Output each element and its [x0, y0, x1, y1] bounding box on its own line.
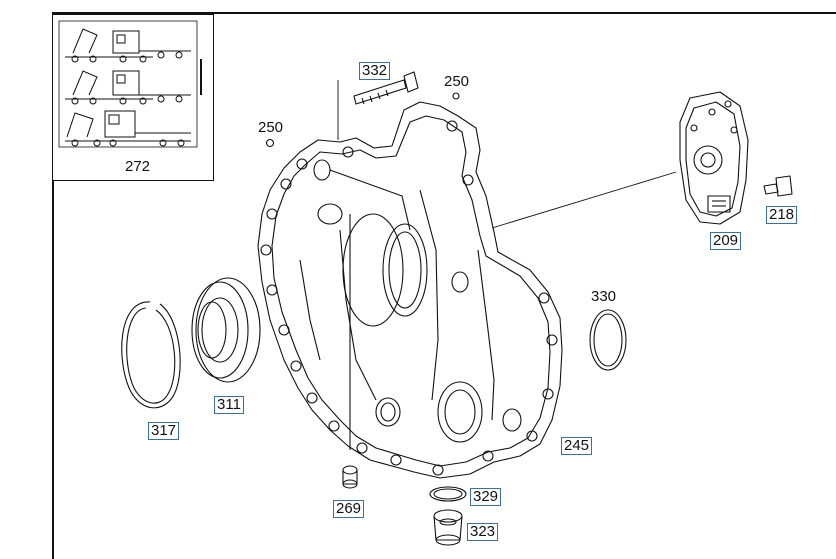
plug-323-drawing: [433, 509, 463, 546]
callout-250-left[interactable]: 250: [258, 119, 284, 136]
truck-illustrations: [58, 20, 202, 148]
callout-209[interactable]: 209: [710, 232, 742, 250]
bolt-332-drawing: [353, 71, 419, 105]
inset-label-272[interactable]: 272: [125, 158, 151, 175]
frame-left-line: [52, 12, 54, 559]
callout-218[interactable]: 218: [766, 206, 798, 224]
plug-250-right: [452, 92, 460, 100]
plug-250-left: [265, 138, 275, 148]
snap-ring-317-drawing: [121, 301, 181, 409]
bearing-311-drawing: [191, 277, 261, 383]
truck-drawing-2: [65, 70, 191, 105]
vehicle-inset-box: 272: [52, 14, 214, 181]
main-bore: [382, 223, 428, 317]
plug-269-drawing: [342, 465, 358, 489]
pump-209-drawing: [679, 91, 749, 225]
frame-top-line: [52, 12, 836, 14]
callout-311[interactable]: 311: [214, 396, 244, 414]
o-ring-329: [429, 486, 467, 502]
ring-330: [589, 309, 627, 371]
truck-drawing-3: [65, 110, 191, 147]
callout-317[interactable]: 317: [148, 422, 180, 440]
callout-269[interactable]: 269: [333, 500, 365, 518]
housing-cover-outline: [257, 101, 563, 479]
callout-329[interactable]: 329: [470, 488, 502, 506]
callout-323[interactable]: 323: [467, 523, 499, 541]
callout-245[interactable]: 245: [561, 437, 593, 455]
screw-218-drawing: [763, 175, 793, 197]
callout-332[interactable]: 332: [359, 62, 391, 80]
housing-inner-rim: [271, 115, 551, 467]
truck-drawing-1: [65, 28, 191, 63]
callout-330[interactable]: 330: [591, 288, 617, 305]
callout-250-right[interactable]: 250: [444, 73, 470, 90]
